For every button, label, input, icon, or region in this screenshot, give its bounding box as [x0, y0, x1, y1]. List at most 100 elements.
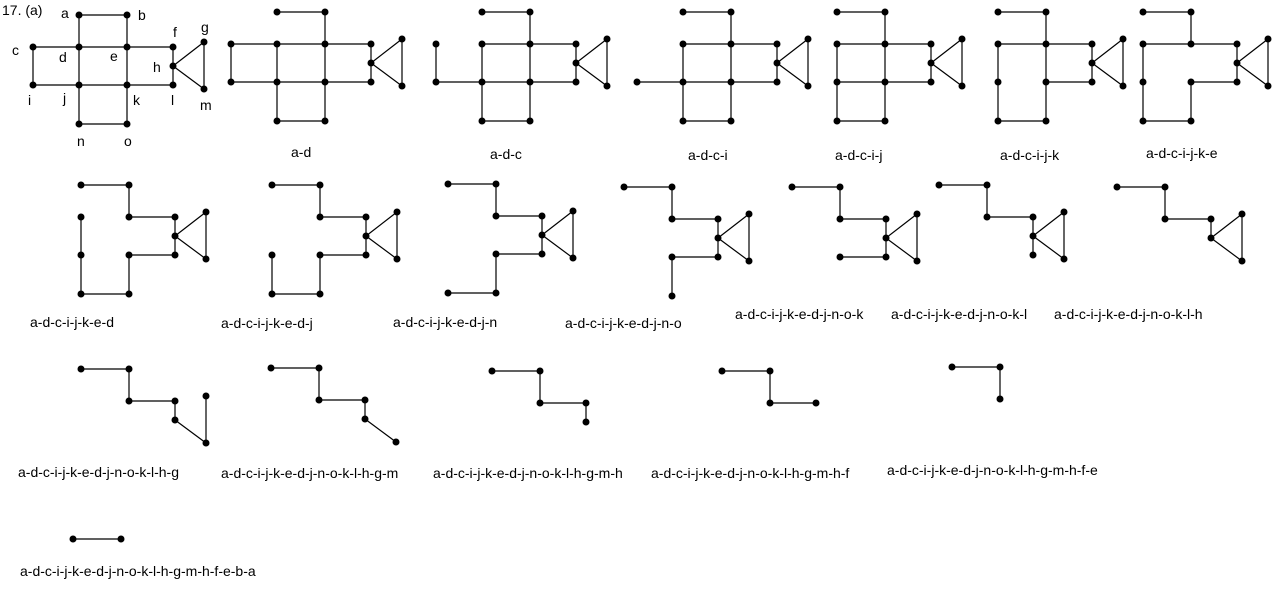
- vertex-h: [169, 62, 177, 70]
- step3-vertex-b: [727, 8, 735, 16]
- vertex-label-g: g: [201, 19, 209, 35]
- step5-vertex-f: [1088, 40, 1096, 48]
- step5-edge-h-g: [1091, 38, 1124, 64]
- step8-vertex-o: [316, 290, 324, 298]
- step6-vertex-l: [1233, 78, 1241, 86]
- step3-vertex-k: [727, 78, 735, 86]
- step1-vertex-f: [367, 40, 375, 48]
- step9-vertex-f: [538, 212, 546, 220]
- vertex-l: [169, 81, 177, 89]
- step4-vertex-o: [881, 117, 889, 125]
- step-caption: a-d-c: [490, 146, 522, 162]
- step11-vertex-l: [882, 253, 890, 261]
- step10-vertex-h: [714, 234, 722, 242]
- vertex-label-b: b: [138, 7, 146, 23]
- step14-vertex-b: [125, 365, 133, 373]
- step16-vertex-a: [488, 367, 496, 375]
- step2-vertex-i: [432, 78, 440, 86]
- step5-vertex-e: [1042, 40, 1050, 48]
- step13-edge-h-m: [1210, 237, 1243, 262]
- step4-vertex-d: [833, 40, 841, 48]
- step18-vertex-b: [996, 363, 1004, 371]
- step2-vertex-m: [603, 82, 611, 90]
- step5-vertex-o: [1042, 117, 1050, 125]
- step1-vertex-b: [321, 8, 329, 16]
- step4-vertex-b: [881, 8, 889, 16]
- step1-vertex-g: [398, 35, 406, 43]
- step15-vertex-h: [361, 415, 369, 423]
- step14-edge-h-m: [174, 419, 207, 444]
- step8-vertex-f: [362, 213, 370, 221]
- step2-vertex-f: [572, 40, 580, 48]
- vertex-label-c: c: [12, 42, 19, 58]
- step4-vertex-a: [833, 8, 841, 16]
- step-caption: a-d-c-i: [688, 147, 728, 163]
- step14-vertex-h: [171, 416, 179, 424]
- step3-edge-h-m: [776, 62, 809, 87]
- step2-vertex-k: [526, 78, 534, 86]
- step7-vertex-m: [202, 255, 210, 263]
- step-caption: a-d-c-i-j-k-e-d-j-n-o-k-l-h-g-m-h-f-e: [887, 462, 1098, 478]
- vertex-o: [123, 120, 131, 128]
- step6-vertex-j: [1139, 78, 1147, 86]
- step7-vertex-f: [171, 213, 179, 221]
- step14-vertex-g: [202, 392, 210, 400]
- step4-vertex-j: [833, 78, 841, 86]
- step13-vertex-a: [1113, 183, 1121, 191]
- step8-vertex-e: [316, 213, 324, 221]
- step8-vertex-j: [268, 251, 276, 259]
- step1-vertex-i: [227, 78, 235, 86]
- step1-edge-h-m: [370, 62, 403, 87]
- step6-vertex-a: [1139, 8, 1147, 16]
- step-caption: a-d-c-i-j: [835, 147, 883, 163]
- step2-edge-h-m: [575, 62, 608, 87]
- step6-vertex-m: [1264, 82, 1272, 90]
- step3-vertex-m: [804, 82, 812, 90]
- step3-vertex-a: [679, 8, 687, 16]
- step16-vertex-h: [582, 418, 590, 426]
- step5-vertex-m: [1119, 82, 1127, 90]
- step13-edge-h-g: [1210, 213, 1243, 239]
- step6-vertex-h: [1233, 59, 1241, 67]
- step7-vertex-d: [77, 213, 85, 221]
- step4-edge-h-g: [930, 38, 963, 64]
- step3-vertex-e: [727, 40, 735, 48]
- step-caption: a-d-c-i-j-k-e-d-j-n-o-k-l-h-g-m: [221, 465, 399, 481]
- step4-edge-h-m: [930, 62, 963, 87]
- step12-vertex-e: [983, 213, 991, 221]
- step9-vertex-k: [492, 250, 500, 258]
- vertex-f: [169, 43, 177, 51]
- step9-vertex-n: [444, 289, 452, 297]
- step12-vertex-a: [935, 181, 943, 189]
- step16-vertex-b: [536, 367, 544, 375]
- step1-vertex-l: [367, 78, 375, 86]
- step6-vertex-f: [1233, 40, 1241, 48]
- step1-vertex-d: [273, 40, 281, 48]
- step-caption: a-d-c-i-j-k-e: [1146, 145, 1218, 161]
- step5-vertex-a: [994, 8, 1002, 16]
- step14-vertex-m: [202, 439, 210, 447]
- vertex-label-j: j: [62, 90, 66, 106]
- step3-edge-h-g: [776, 38, 809, 64]
- step2-vertex-d: [478, 40, 486, 48]
- step18-vertex-e: [996, 395, 1004, 403]
- step-caption: a-d-c-i-j-k-e-d-j-n-o: [565, 315, 682, 331]
- step1-vertex-n: [273, 117, 281, 125]
- step-caption: a-d-c-i-j-k-e-d-j-n-o-k-l-h-g-m-h-f: [651, 465, 850, 481]
- step12-edge-h-m: [1032, 235, 1065, 260]
- step15-vertex-a: [267, 364, 275, 372]
- vertex-label-i: i: [28, 92, 31, 108]
- step8-vertex-g: [393, 208, 401, 216]
- vertex-label-f: f: [173, 24, 177, 40]
- step7-vertex-h: [171, 232, 179, 240]
- step-caption: a-d-c-i-j-k-e-d-j-n-o-k-l-h-g-m-h-f-e-b-…: [20, 563, 256, 579]
- step10-vertex-a: [620, 183, 628, 191]
- step3-vertex-i: [633, 78, 641, 86]
- step6-vertex-d: [1139, 40, 1147, 48]
- step1-vertex-a: [273, 8, 281, 16]
- step3-vertex-f: [773, 40, 781, 48]
- step-caption: a-d-c-i-j-k-e-d: [30, 314, 114, 330]
- step-caption: a-d: [291, 144, 312, 160]
- step8-vertex-n: [268, 290, 276, 298]
